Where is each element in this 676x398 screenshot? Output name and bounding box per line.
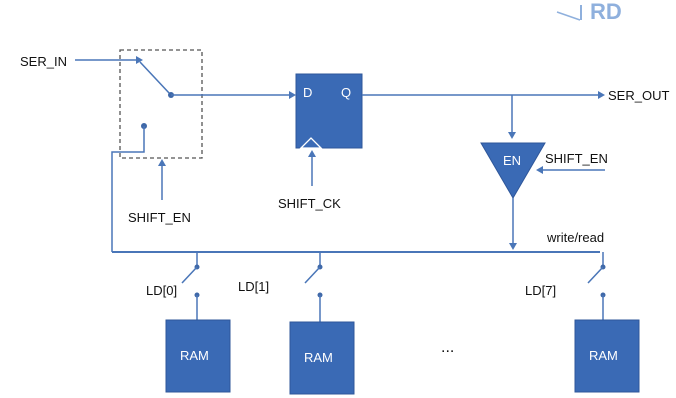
ram-block-7-label: RAM [589,348,618,363]
ser-out-label: SER_OUT [608,88,669,103]
ser-out-arrow [598,91,605,99]
shift-en-mux-label: SHIFT_EN [128,210,191,225]
d-input-arrow [289,91,296,99]
write-read-label: write/read [546,230,604,245]
flip-flop-d-label: D [303,85,312,100]
ser-in-label: SER_IN [20,54,67,69]
shift-en-mux-arrow [158,159,166,166]
mux-box [119,49,203,159]
ser-in-arrow [136,56,143,64]
load-switch-0 [181,252,200,320]
ellipsis: ... [441,339,454,356]
buffer-output-arrow [509,243,517,250]
shift-ck-arrow [308,150,316,157]
ram-block-1 [289,321,355,395]
shift-en-buffer-label: SHIFT_EN [545,151,608,166]
buffer-input-arrow [508,132,516,139]
mux-lower-wire [111,126,145,252]
load-switch-1-label: LD[1] [238,279,269,294]
load-switch-1 [304,252,323,322]
ram-block-0 [165,319,231,393]
shift-en-buffer-arrow [536,166,543,174]
mux-switch-blade [139,61,171,95]
shift-ck-label: SHIFT_CK [278,196,341,211]
flip-flop-q-label: Q [341,85,351,100]
load-switch-7 [587,252,606,320]
corner-logo: RD [556,0,622,24]
flip-flop [295,73,363,149]
clock-triangle [299,137,323,149]
ram-block-0-label: RAM [180,348,209,363]
ram-block-7 [574,319,640,393]
load-switch-0-label: LD[0] [146,283,177,298]
load-switch-7-label: LD[7] [525,283,556,298]
tri-state-buffer [480,142,546,199]
ram-block-1-label: RAM [304,350,333,365]
logo-text: RD [590,0,622,24]
buffer-en-label: EN [503,153,521,168]
